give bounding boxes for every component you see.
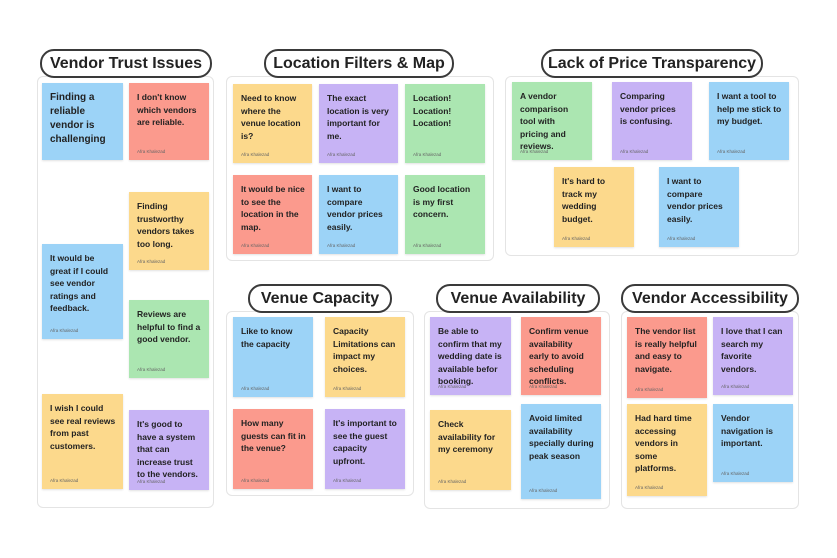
cluster-title-location: Location Filters & Map xyxy=(264,49,454,78)
note-author: Afra Khalezad xyxy=(327,152,356,157)
cluster-title-price: Lack of Price Transparency xyxy=(541,49,763,78)
note-text: Had hard time accessing vendors in some … xyxy=(635,413,692,473)
note-author: Afra Khalezad xyxy=(137,367,166,372)
cluster-title-accessibility: Vendor Accessibility xyxy=(621,284,799,313)
note-author: Afra Khalezad xyxy=(137,259,166,264)
note-text: Need to know where the venue location is… xyxy=(241,93,301,141)
note-author: Afra Khalezad xyxy=(635,387,664,392)
sticky-note[interactable]: It would be nice to see the location in … xyxy=(233,175,312,254)
sticky-note[interactable]: It's good to have a system that can incr… xyxy=(129,410,209,490)
note-text: It's good to have a system that can incr… xyxy=(137,419,198,479)
sticky-note[interactable]: A vendor comparison tool with pricing an… xyxy=(512,82,592,160)
note-text: Avoid limited availability specially dur… xyxy=(529,413,594,461)
note-text: I love that I can search my favorite ven… xyxy=(721,326,783,374)
sticky-note[interactable]: I want to compare vendor prices easily. … xyxy=(319,175,398,254)
note-text: It would be nice to see the location in … xyxy=(241,184,305,232)
note-author: Afra Khalezad xyxy=(620,149,649,154)
note-author: Afra Khalezad xyxy=(529,384,558,389)
note-author: Afra Khalezad xyxy=(137,149,166,154)
note-text: It's important to see the guest capacity… xyxy=(333,418,397,466)
note-text: The vendor list is really helpful and ea… xyxy=(635,326,697,374)
note-author: Afra Khalezad xyxy=(562,236,591,241)
sticky-note[interactable]: Like to know the capacity Afra Khalezad xyxy=(233,317,313,397)
note-text: I want to compare vendor prices easily. xyxy=(327,184,383,232)
sticky-note[interactable]: Location! Location! Location! Afra Khale… xyxy=(405,84,485,163)
sticky-note[interactable]: Finding a reliable vendor is challenging xyxy=(42,83,123,160)
sticky-note[interactable]: Reviews are helpful to find a good vendo… xyxy=(129,300,209,378)
sticky-note[interactable]: I want to compare vendor prices easily. … xyxy=(659,167,739,247)
note-text: Check availability for my ceremony xyxy=(438,419,496,454)
note-author: Afra Khalezad xyxy=(327,243,356,248)
note-author: Afra Khalezad xyxy=(721,471,750,476)
note-author: Afra Khalezad xyxy=(667,236,696,241)
note-text: Reviews are helpful to find a good vendo… xyxy=(137,309,201,344)
note-text: Comparing vendor prices is confusing. xyxy=(620,91,676,126)
sticky-note[interactable]: It would be great if I could see vendor … xyxy=(42,244,123,339)
note-author: Afra Khalezad xyxy=(241,386,270,391)
note-text: The exact location is very important for… xyxy=(327,93,389,141)
sticky-note[interactable]: Be able to confirm that my wedding date … xyxy=(430,317,511,395)
sticky-note[interactable]: I wish I could see real reviews from pas… xyxy=(42,394,123,489)
note-text: A vendor comparison tool with pricing an… xyxy=(520,91,569,151)
note-author: Afra Khalezad xyxy=(721,384,750,389)
sticky-note[interactable]: Vendor navigation is important. Afra Kha… xyxy=(713,404,793,482)
note-author: Afra Khalezad xyxy=(529,488,558,493)
note-author: Afra Khalezad xyxy=(413,243,442,248)
sticky-note[interactable]: Avoid limited availability specially dur… xyxy=(521,404,601,499)
sticky-note[interactable]: I want a tool to help me stick to my bud… xyxy=(709,82,789,160)
note-author: Afra Khalezad xyxy=(50,328,79,333)
sticky-note[interactable]: Need to know where the venue location is… xyxy=(233,84,312,163)
sticky-note[interactable]: How many guests can fit in the venue? Af… xyxy=(233,409,313,489)
note-text: I want a tool to help me stick to my bud… xyxy=(717,91,782,126)
note-author: Afra Khalezad xyxy=(333,478,362,483)
note-text: Good location is my first concern. xyxy=(413,184,471,219)
note-author: Afra Khalezad xyxy=(520,149,549,154)
note-author: Afra Khalezad xyxy=(137,479,166,484)
sticky-note[interactable]: It's hard to track my wedding budget. Af… xyxy=(554,167,634,247)
sticky-note[interactable]: I don't know which vendors are reliable.… xyxy=(129,83,209,160)
sticky-note[interactable]: It's important to see the guest capacity… xyxy=(325,409,405,489)
note-text: I don't know which vendors are reliable. xyxy=(137,92,197,127)
note-author: Afra Khalezad xyxy=(717,149,746,154)
note-text: Capacity Limitations can impact my choic… xyxy=(333,326,396,374)
note-text: Be able to confirm that my wedding date … xyxy=(438,326,502,386)
sticky-note[interactable]: Capacity Limitations can impact my choic… xyxy=(325,317,405,397)
sticky-note[interactable]: Comparing vendor prices is confusing. Af… xyxy=(612,82,692,160)
sticky-note[interactable]: I love that I can search my favorite ven… xyxy=(713,317,793,395)
note-author: Afra Khalezad xyxy=(241,243,270,248)
sticky-note[interactable]: The vendor list is really helpful and ea… xyxy=(627,317,707,398)
sticky-note[interactable]: Check availability for my ceremony Afra … xyxy=(430,410,511,490)
note-text: Vendor navigation is important. xyxy=(721,413,773,448)
note-text: It would be great if I could see vendor … xyxy=(50,253,109,313)
sticky-note[interactable]: Good location is my first concern. Afra … xyxy=(405,175,485,254)
cluster-title-capacity: Venue Capacity xyxy=(248,284,392,313)
note-text: Like to know the capacity xyxy=(241,326,293,349)
sticky-note[interactable]: Finding trustworthy vendors takes too lo… xyxy=(129,192,209,270)
note-text: Confirm venue availability early to avoi… xyxy=(529,326,589,386)
note-text: Location! Location! Location! xyxy=(413,93,452,128)
cluster-title-availability: Venue Availability xyxy=(436,284,600,313)
note-text: It's hard to track my wedding budget. xyxy=(562,176,606,224)
note-text: I want to compare vendor prices easily. xyxy=(667,176,723,224)
note-author: Afra Khalezad xyxy=(333,386,362,391)
note-author: Afra Khalezad xyxy=(438,384,467,389)
note-text: How many guests can fit in the venue? xyxy=(241,418,306,453)
note-author: Afra Khalezad xyxy=(413,152,442,157)
note-author: Afra Khalezad xyxy=(241,478,270,483)
sticky-note[interactable]: The exact location is very important for… xyxy=(319,84,398,163)
note-author: Afra Khalezad xyxy=(438,479,467,484)
note-text: Finding a reliable vendor is challenging xyxy=(50,92,106,145)
note-author: Afra Khalezad xyxy=(241,152,270,157)
note-text: Finding trustworthy vendors takes too lo… xyxy=(137,201,195,249)
sticky-note[interactable]: Had hard time accessing vendors in some … xyxy=(627,404,707,496)
note-text: I wish I could see real reviews from pas… xyxy=(50,403,116,451)
note-author: Afra Khalezad xyxy=(50,478,79,483)
sticky-note[interactable]: Confirm venue availability early to avoi… xyxy=(521,317,601,395)
note-author: Afra Khalezad xyxy=(635,485,664,490)
cluster-title-vendor-trust: Vendor Trust Issues xyxy=(40,49,212,78)
